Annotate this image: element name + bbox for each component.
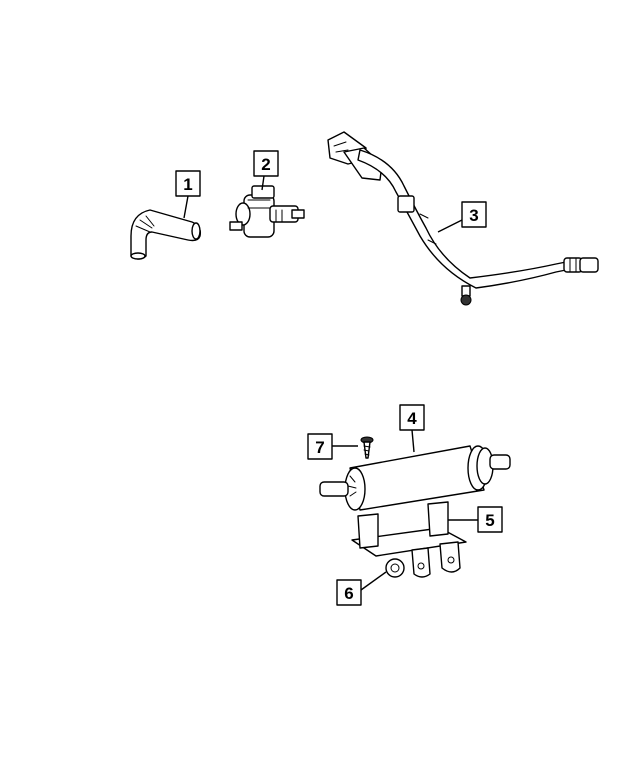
part-4-canister <box>319 445 511 511</box>
callout-3: 3 <box>437 201 487 233</box>
callout-6-label: 6 <box>344 584 353 603</box>
part-6-nut <box>385 558 405 578</box>
callout-1-label: 1 <box>183 175 192 194</box>
callout-2-label: 2 <box>261 155 270 174</box>
callout-6: 6 <box>336 571 387 606</box>
part-5-bracket <box>351 501 467 578</box>
part-7-screw <box>360 436 374 459</box>
callout-7: 7 <box>307 433 358 460</box>
callout-7-label: 7 <box>315 438 324 457</box>
part-3-vapor-line <box>327 131 599 306</box>
part-2-purge-valve <box>229 185 305 238</box>
callout-5-label: 5 <box>485 511 494 530</box>
callout-2: 2 <box>253 150 279 191</box>
part-1-elbow-hose <box>130 209 202 260</box>
callout-4: 4 <box>399 404 425 453</box>
callout-5: 5 <box>448 506 503 533</box>
callout-3-label: 3 <box>469 206 478 225</box>
callout-1: 1 <box>175 170 201 219</box>
callout-4-label: 4 <box>407 409 417 428</box>
